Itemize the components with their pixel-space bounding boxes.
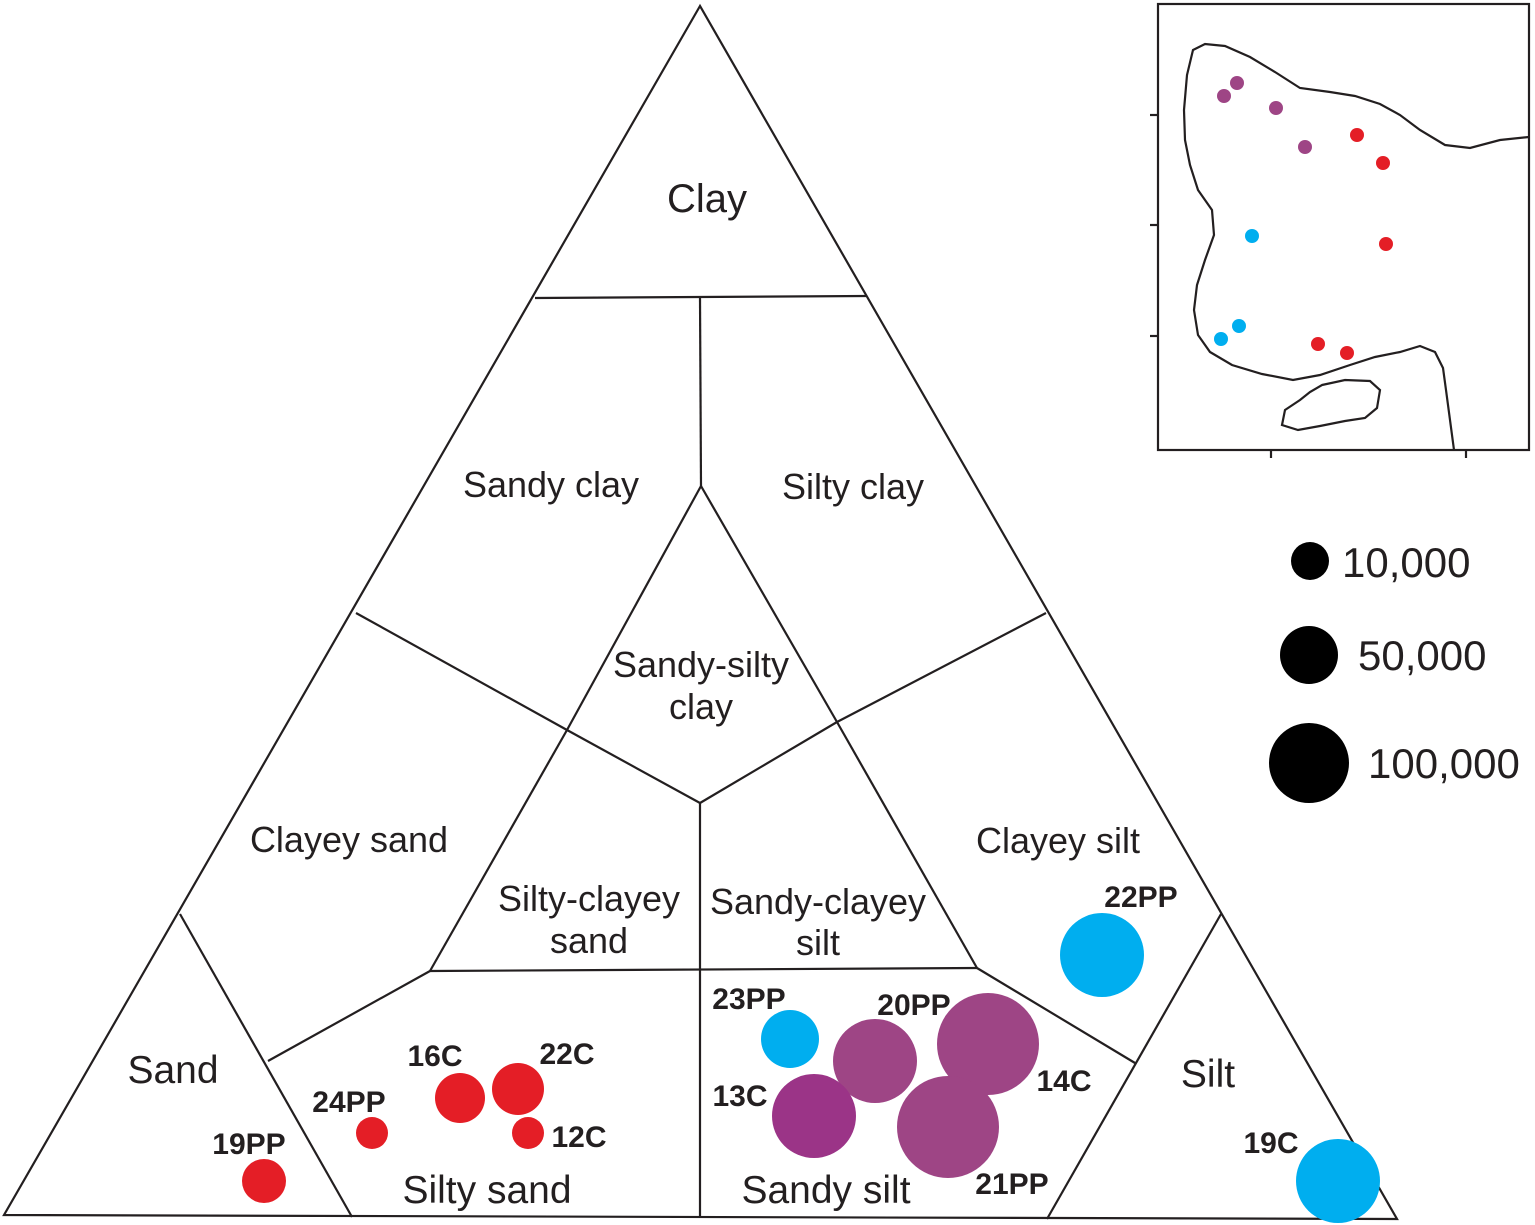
sample-label-19pp: 19PP — [212, 1128, 285, 1161]
sample-label-23pp: 23PP — [712, 983, 785, 1016]
inset-station-dot — [1311, 337, 1325, 351]
sample-label-22pp: 22PP — [1104, 881, 1177, 914]
legend-bubble-small — [1291, 542, 1329, 580]
inset-station-dot — [1379, 237, 1393, 251]
sample-bubble-13c — [772, 1074, 856, 1158]
region-label-clayey-silt: Clayey silt — [976, 820, 1140, 861]
sample-bubble-22c — [492, 1063, 544, 1115]
inset-station-dot — [1376, 156, 1390, 170]
sample-bubble-16c — [435, 1073, 485, 1123]
inset-station-dot — [1350, 128, 1364, 142]
sample-label-24pp: 24PP — [312, 1086, 385, 1119]
region-label-silty-clay: Silty clay — [782, 466, 924, 507]
sample-bubble-14c — [937, 993, 1039, 1095]
region-label-silt: Silt — [1181, 1053, 1235, 1096]
legend-bubble-medium — [1280, 626, 1338, 684]
region-label-sandy-clay: Sandy clay — [463, 464, 639, 505]
sample-bubble-24pp — [356, 1117, 388, 1149]
inset-station-dot — [1269, 101, 1283, 115]
inset-map-coastline — [1182, 42, 1530, 451]
region-boundaries — [179, 294, 1222, 1220]
region-label-sandy-clayey-silt-line2: silt — [796, 922, 840, 963]
sample-label-22c: 22C — [539, 1038, 594, 1071]
inset-map-island — [1280, 378, 1382, 432]
sample-label-14c: 14C — [1036, 1065, 1091, 1098]
sample-label-20pp: 20PP — [877, 989, 950, 1022]
sample-bubble-22pp — [1060, 913, 1144, 997]
sample-bubble-23pp — [761, 1010, 819, 1068]
sample-labels: 19PP 24PP 16C 22C 12C 23PP 20PP 13C 14C … — [212, 881, 1298, 1201]
legend-label-large: 100,000 — [1368, 740, 1520, 787]
sample-bubble-19c — [1296, 1139, 1380, 1223]
inset-map-ticks — [1150, 113, 1468, 458]
inset-station-dot — [1340, 346, 1354, 360]
sample-label-12c: 12C — [551, 1121, 606, 1154]
sample-label-21pp: 21PP — [975, 1168, 1048, 1201]
legend-label-small: 10,000 — [1342, 539, 1470, 586]
inset-station-dot — [1230, 76, 1244, 90]
inset-station-dot — [1245, 229, 1259, 243]
inset-station-dot — [1217, 89, 1231, 103]
region-label-silty-clayey-sand-line1: Silty-clayey — [498, 878, 680, 919]
region-label-sandy-silt: Sandy silt — [741, 1169, 910, 1212]
inset-station-dot — [1298, 140, 1312, 154]
legend-label-medium: 50,000 — [1358, 632, 1486, 679]
sample-label-19c: 19C — [1243, 1127, 1298, 1160]
region-label-clay: Clay — [667, 177, 747, 221]
region-label-sandy-silty-clay-line2: clay — [669, 686, 733, 727]
sample-bubble-12c — [512, 1117, 544, 1149]
sample-bubbles — [242, 913, 1380, 1223]
size-legend: 10,000 50,000 100,000 — [1269, 539, 1520, 803]
sample-label-16c: 16C — [407, 1040, 462, 1073]
sample-bubble-19pp — [242, 1159, 286, 1203]
inset-station-dot — [1232, 319, 1246, 333]
region-label-clayey-sand: Clayey sand — [250, 819, 448, 860]
region-label-sandy-clayey-silt-line1: Sandy-clayey — [710, 881, 926, 922]
region-label-silty-sand: Silty sand — [402, 1169, 571, 1212]
inset-map — [1150, 2, 1531, 458]
sample-bubble-20pp — [833, 1019, 917, 1103]
region-label-silty-clayey-sand-line2: sand — [550, 920, 628, 961]
sample-label-13c: 13C — [712, 1080, 767, 1113]
region-label-sand: Sand — [127, 1049, 218, 1092]
region-label-sandy-silty-clay-line1: Sandy-silty — [613, 644, 789, 685]
legend-bubble-large — [1269, 723, 1349, 803]
inset-map-frame — [1156, 2, 1531, 452]
inset-station-dot — [1214, 332, 1228, 346]
inset-map-stations — [1214, 76, 1393, 360]
sample-bubble-21pp — [897, 1076, 999, 1178]
